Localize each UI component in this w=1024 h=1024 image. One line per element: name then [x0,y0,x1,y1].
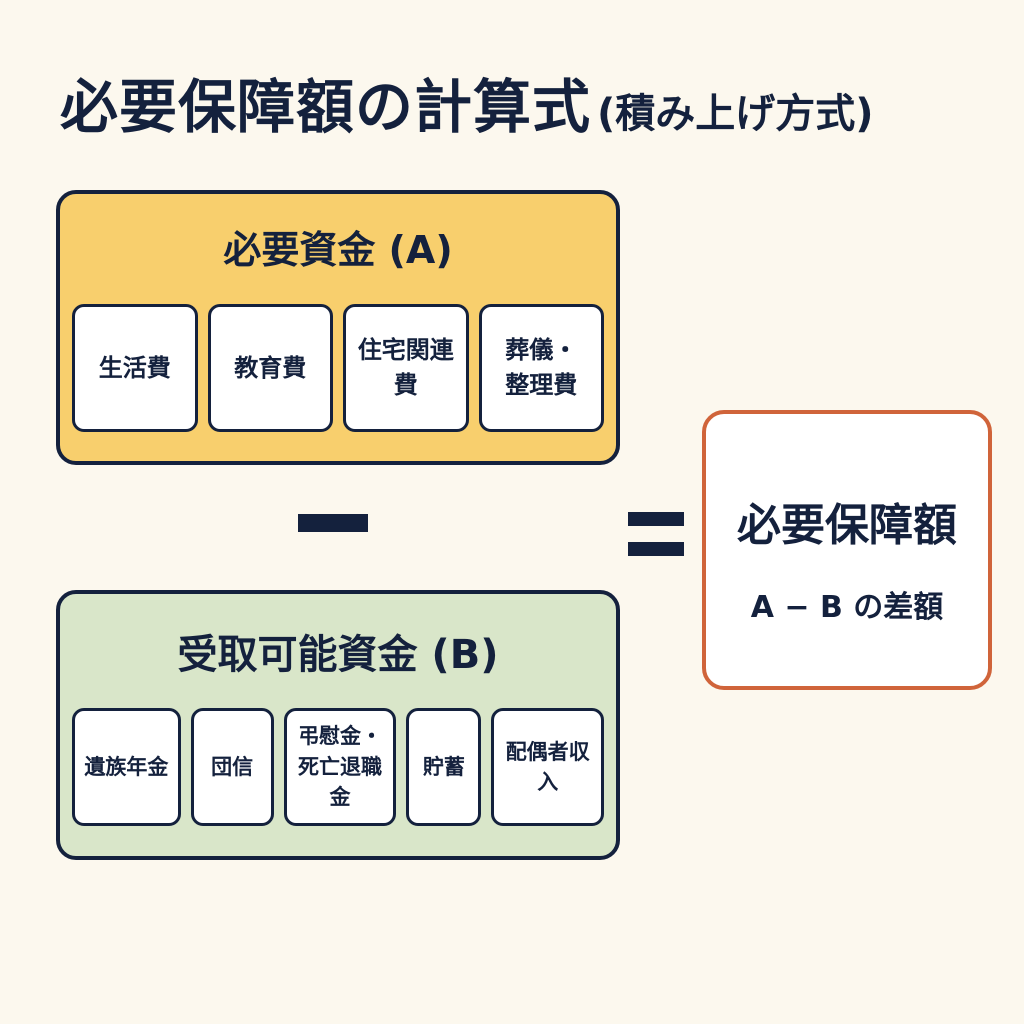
equals-operator [628,512,684,556]
equals-bar-top [628,512,684,526]
title-subtitle: (積み上げ方式) [597,91,874,137]
required-item-living-expenses: 生活費 [72,304,198,432]
receivable-item-savings: 貯蓄 [406,708,482,826]
result-box: 必要保障額 A − B の差額 [702,410,992,690]
receivable-item-spouse-income: 配偶者収入 [491,708,604,826]
required-item-funeral-expenses: 葬儀・ 整理費 [478,304,604,432]
receivable-funds-panel: 受取可能資金 (B) 遺族年金 団信 弔慰金・ 死亡退職金 貯蓄 配偶者収入 [56,590,620,860]
result-formula: A − B の差額 [750,590,944,625]
minus-operator [298,514,368,532]
result-title: 必要保障額 [737,500,957,551]
receivable-funds-title: 受取可能資金 (B) [177,632,499,678]
receivable-item-condolence-retirement: 弔慰金・ 死亡退職金 [283,708,397,826]
receivable-item-survivor-pension: 遺族年金 [72,708,181,826]
receivable-funds-items: 遺族年金 団信 弔慰金・ 死亡退職金 貯蓄 配偶者収入 [72,708,604,826]
equals-bar-bottom [628,542,684,556]
receivable-item-group-credit-insurance: 団信 [190,708,274,826]
required-funds-items: 生活費 教育費 住宅関連費 葬儀・ 整理費 [72,304,604,432]
required-item-education-expenses: 教育費 [207,304,333,432]
required-funds-panel: 必要資金 (A) 生活費 教育費 住宅関連費 葬儀・ 整理費 [56,190,620,465]
required-funds-title: 必要資金 (A) [223,228,453,272]
title-main: 必要保障額の計算式 [60,73,592,141]
required-item-housing-expenses: 住宅関連費 [343,304,469,432]
page-title: 必要保障額の計算式(積み上げ方式) [60,72,1000,142]
